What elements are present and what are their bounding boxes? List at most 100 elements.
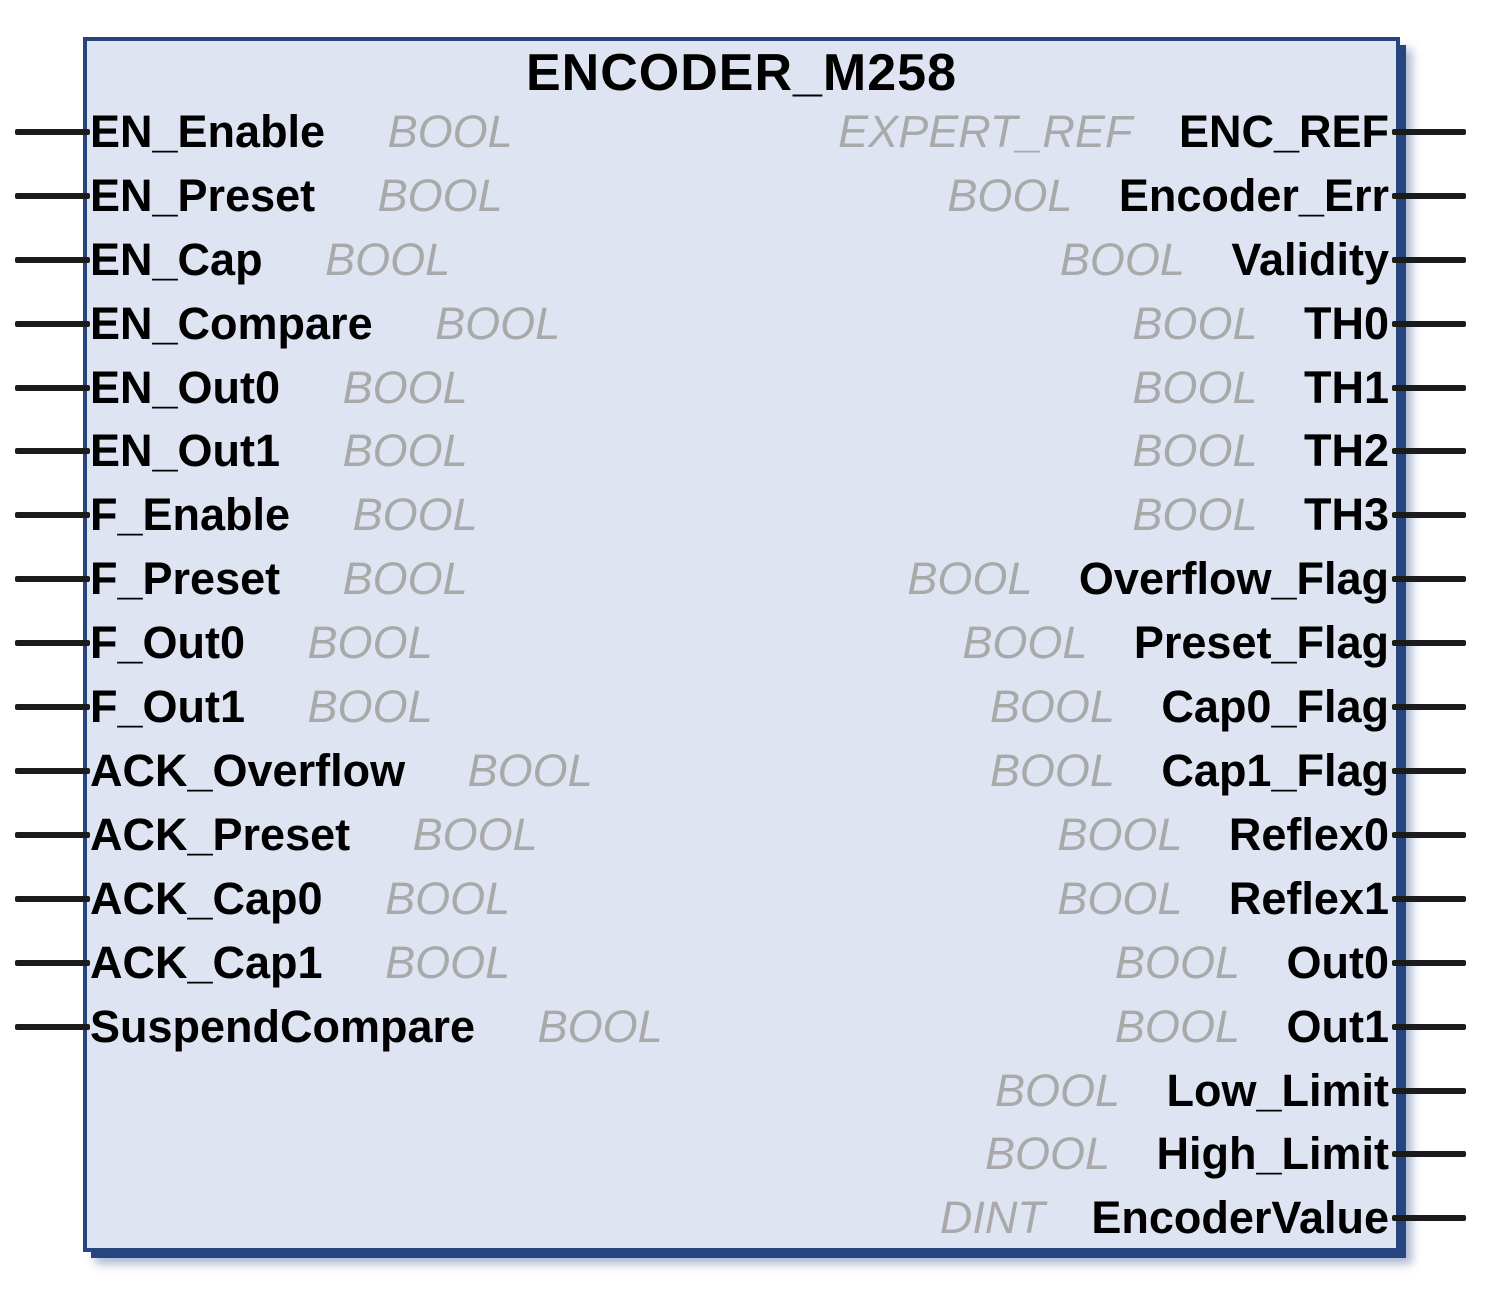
- input-name: ACK_Preset: [90, 809, 351, 860]
- input-row: F_Out1 BOOL: [15, 675, 1396, 739]
- output-pin[interactable]: [1392, 193, 1466, 199]
- input-name: F_Out0: [90, 617, 246, 668]
- output-name: Preset_Flag: [1133, 617, 1389, 668]
- input-pin[interactable]: [15, 704, 90, 710]
- output-pin[interactable]: [1392, 576, 1466, 582]
- input-type: BOOL: [307, 681, 433, 732]
- output-type: BOOL: [1132, 425, 1258, 476]
- block-title: ENCODER_M258: [525, 44, 958, 102]
- output-pin[interactable]: [1392, 257, 1466, 263]
- output-row: DINT EncoderValue: [87, 1186, 1466, 1250]
- output-row: BOOL Out0: [87, 931, 1466, 995]
- output-name: TH1: [1303, 362, 1389, 413]
- input-pin[interactable]: [15, 321, 90, 327]
- input-row: EN_Out0 BOOL: [15, 356, 1396, 420]
- output-type: BOOL: [1132, 298, 1258, 349]
- output-type: BOOL: [1132, 362, 1258, 413]
- output-pin[interactable]: [1392, 896, 1466, 902]
- output-pin[interactable]: [1392, 1088, 1466, 1094]
- input-type: BOOL: [385, 937, 511, 988]
- output-row: BOOL TH2: [87, 419, 1466, 483]
- input-row: EN_Out1 BOOL: [15, 419, 1396, 483]
- input-type: BOOL: [307, 617, 433, 668]
- output-type: BOOL: [947, 170, 1073, 221]
- output-type: BOOL: [1059, 234, 1185, 285]
- output-name: TH2: [1303, 425, 1389, 476]
- output-pin[interactable]: [1392, 1024, 1466, 1030]
- input-name: EN_Cap: [90, 234, 263, 285]
- output-name: Validity: [1231, 234, 1389, 285]
- input-name: ACK_Cap1: [90, 937, 323, 988]
- output-type: BOOL: [984, 1128, 1110, 1179]
- output-row: BOOL TH3: [87, 483, 1466, 547]
- output-name: TH0: [1303, 298, 1389, 349]
- output-type: BOOL: [1114, 937, 1240, 988]
- output-pin[interactable]: [1392, 768, 1466, 774]
- output-name: Out1: [1286, 1001, 1389, 1052]
- input-pin[interactable]: [15, 960, 90, 966]
- input-pin[interactable]: [15, 896, 90, 902]
- input-name: F_Out1: [90, 681, 246, 732]
- input-type: BOOL: [342, 553, 468, 604]
- input-pin[interactable]: [15, 576, 90, 582]
- output-row: BOOL Overflow_Flag: [87, 547, 1466, 611]
- input-row: EN_Preset BOOL: [15, 164, 1396, 228]
- output-name: High_Limit: [1156, 1128, 1390, 1179]
- output-type: BOOL: [1114, 1001, 1240, 1052]
- output-type: BOOL: [962, 617, 1088, 668]
- output-row: BOOL Reflex1: [87, 867, 1466, 931]
- output-pin[interactable]: [1392, 448, 1466, 454]
- input-pin[interactable]: [15, 512, 90, 518]
- input-pin[interactable]: [15, 448, 90, 454]
- input-pin[interactable]: [15, 129, 90, 135]
- output-type: BOOL: [1057, 873, 1183, 924]
- output-row: BOOL High_Limit: [87, 1122, 1466, 1186]
- output-row: EXPERT_REF ENC_REF: [87, 100, 1466, 164]
- input-type: BOOL: [435, 298, 561, 349]
- function-block[interactable]: ENCODER_M258 EN_Enable BOOL EN_Preset BO…: [15, 37, 1466, 1252]
- output-name: Overflow_Flag: [1078, 553, 1389, 604]
- output-pin[interactable]: [1392, 321, 1466, 327]
- output-pin[interactable]: [1392, 385, 1466, 391]
- input-pin[interactable]: [15, 832, 90, 838]
- output-type: BOOL: [994, 1065, 1120, 1116]
- input-type: BOOL: [537, 1001, 663, 1052]
- output-type: BOOL: [1132, 489, 1258, 540]
- output-row: BOOL Out1: [87, 995, 1466, 1059]
- input-pin[interactable]: [15, 257, 90, 263]
- output-pin[interactable]: [1392, 1215, 1466, 1221]
- output-type: BOOL: [907, 553, 1033, 604]
- output-name: ENC_REF: [1178, 106, 1389, 157]
- output-pin[interactable]: [1392, 129, 1466, 135]
- output-name: Low_Limit: [1166, 1065, 1390, 1116]
- output-pin[interactable]: [1392, 704, 1466, 710]
- input-type: BOOL: [325, 234, 451, 285]
- input-pin[interactable]: [15, 640, 90, 646]
- output-type: BOOL: [989, 681, 1115, 732]
- output-row: BOOL Cap0_Flag: [87, 675, 1466, 739]
- input-name: EN_Out1: [90, 425, 281, 476]
- output-pin[interactable]: [1392, 512, 1466, 518]
- output-pin[interactable]: [1392, 832, 1466, 838]
- input-name: EN_Enable: [90, 106, 326, 157]
- output-type: DINT: [939, 1192, 1045, 1243]
- input-type: BOOL: [342, 362, 468, 413]
- input-pin[interactable]: [15, 1024, 90, 1030]
- input-name: ACK_Cap0: [90, 873, 323, 924]
- input-type: BOOL: [352, 489, 478, 540]
- output-pin[interactable]: [1392, 1151, 1466, 1157]
- input-name: EN_Out0: [90, 362, 281, 413]
- input-row: SuspendCompare BOOL: [15, 995, 1396, 1059]
- output-row: BOOL Encoder_Err: [87, 164, 1466, 228]
- output-row: BOOL Low_Limit: [87, 1059, 1466, 1123]
- output-type: EXPERT_REF: [838, 106, 1133, 157]
- input-pin[interactable]: [15, 193, 90, 199]
- output-pin[interactable]: [1392, 960, 1466, 966]
- output-pin[interactable]: [1392, 640, 1466, 646]
- output-name: Cap0_Flag: [1161, 681, 1389, 732]
- input-name: F_Enable: [90, 489, 291, 540]
- output-row: BOOL Cap1_Flag: [87, 739, 1466, 803]
- input-type: BOOL: [467, 745, 593, 796]
- input-pin[interactable]: [15, 385, 90, 391]
- input-pin[interactable]: [15, 768, 90, 774]
